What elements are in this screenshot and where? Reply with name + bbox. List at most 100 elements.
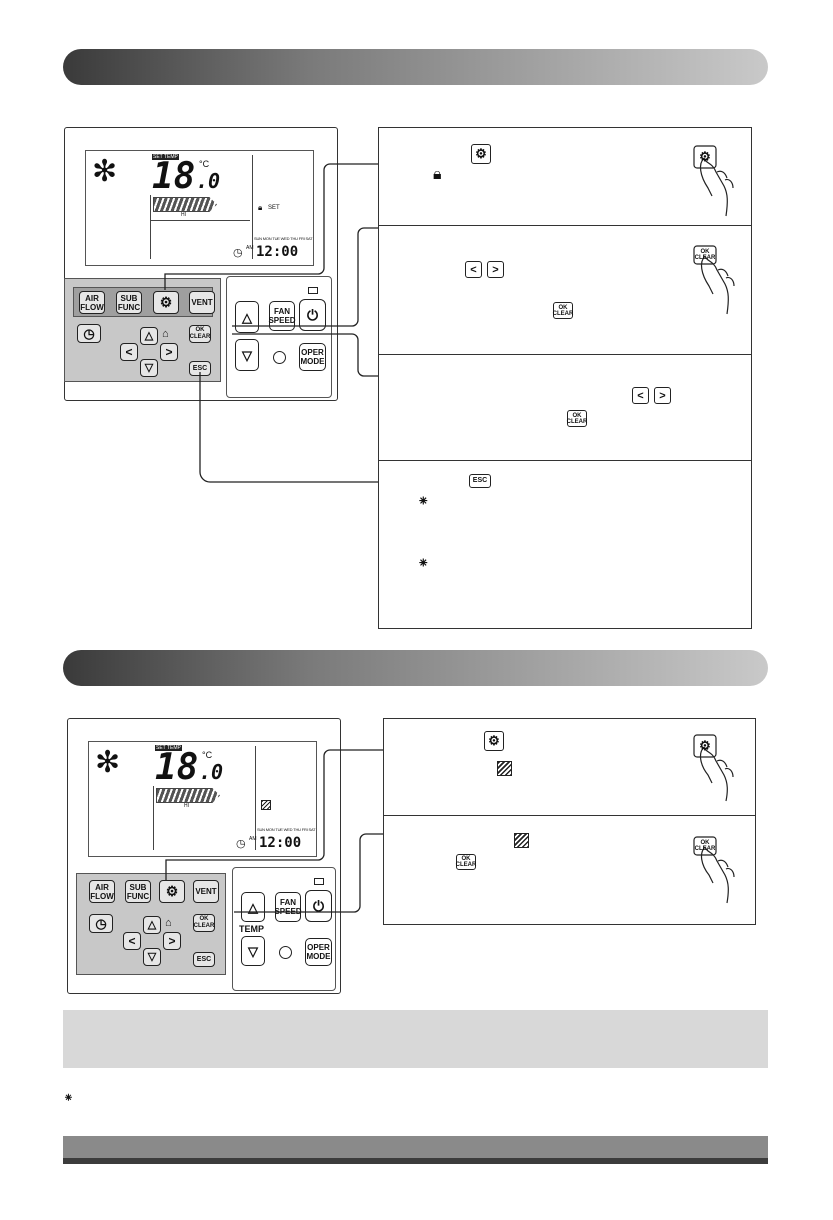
ok-clear-icon: OK CLEAR (553, 302, 573, 319)
air-flow-button[interactable]: AIR FLOW (89, 880, 115, 903)
temp-up-button[interactable]: △ (235, 301, 259, 333)
note-bar (63, 1010, 768, 1068)
settings-icon: ⚙︎ (699, 738, 711, 753)
clock-ampm: AM (246, 245, 254, 251)
temperature-decimal: .0 (196, 169, 221, 193)
fan-speed-button[interactable]: FAN SPEED (274, 892, 302, 922)
ok-clear-button[interactable]: OK CLEAR (189, 325, 211, 343)
fan-speed-button[interactable]: FAN SPEED (268, 301, 296, 331)
vent-button[interactable]: VENT (193, 880, 219, 903)
temperature-decimal: .0 (199, 760, 224, 784)
temperature-unit: °C (199, 159, 210, 169)
snow-icon: ✻ (95, 746, 121, 779)
timer-button[interactable]: ◷ (89, 914, 113, 933)
fan-level-label: HI (181, 212, 186, 218)
settings-button[interactable]: ⚙︎ (159, 880, 185, 903)
up-button[interactable]: △ (140, 327, 158, 345)
power-indicator (308, 287, 318, 294)
snow-icon: ✻ (92, 155, 118, 188)
keypad: AIR FLOW SUB FUNC ⚙︎ VENT ◷ △ < > ▽ ⌂ OK… (76, 873, 226, 975)
lcd-divider-v2 (150, 195, 151, 259)
footnote-asterisk: ⁕ (63, 1090, 74, 1105)
instruction-divider (379, 225, 751, 226)
down-button[interactable]: ▽ (140, 359, 158, 377)
home-icon: ⌂ (162, 328, 169, 340)
set-temp-label: SET TEMP (152, 154, 179, 160)
remote-controller-2: ✻ SET TEMP 18 .0 °C HI SUN MON TUE WED T… (67, 718, 341, 994)
instruction-divider (379, 460, 751, 461)
side-panel: △ TEMP ▽ FAN SPEED ⏻ OPER MODE (232, 867, 336, 991)
esc-button[interactable]: ESC (189, 361, 211, 376)
settings-icon: ⚙︎ (484, 731, 504, 751)
lcd-divider-v (255, 746, 256, 850)
air-flow-button[interactable]: AIR FLOW (79, 291, 105, 314)
clock-icon: ◷ (233, 247, 243, 259)
ok-clear-icon: OK CLEAR (567, 410, 587, 427)
settings-button[interactable]: ⚙︎ (153, 291, 179, 314)
filter-icon (261, 800, 271, 810)
temperature-unit: °C (202, 750, 213, 760)
section-banner-bottom (63, 650, 768, 686)
temp-label: TEMP (239, 924, 265, 934)
sub-func-button[interactable]: SUB FUNC (116, 291, 142, 314)
right-button[interactable]: > (163, 932, 181, 950)
note-asterisk: ⁕ (417, 493, 430, 510)
instruction-divider (384, 815, 755, 816)
set-temp-label: SET TEMP (155, 745, 182, 751)
note-asterisk: ⁕ (417, 555, 430, 572)
fan-level-bar (153, 197, 217, 212)
lcd-divider-h (150, 220, 250, 221)
oper-mode-button[interactable]: OPER MODE (299, 343, 326, 371)
clock-time: 12:00 (259, 835, 302, 851)
lock-icon: 🔒︎ (258, 203, 263, 212)
lcd-divider-v2 (153, 786, 154, 850)
right-button[interactable]: > (160, 343, 178, 361)
lcd-display: ✻ SET TEMP 18 .0 °C HI SUN MON TUE WED T… (88, 741, 317, 857)
left-icon: < (465, 261, 482, 278)
esc-button[interactable]: ESC (193, 952, 215, 967)
hand-press-illustration (693, 145, 735, 315)
power-button[interactable]: ⏻ (299, 299, 326, 331)
keypad: AIR FLOW SUB FUNC ⚙︎ VENT ◷ △ < > ▽ ⌂ OK… (64, 278, 221, 382)
esc-icon: ESC (469, 474, 491, 488)
ok-clear-icon: OK CLEAR (694, 249, 716, 261)
temp-down-button[interactable]: ▽ (235, 339, 259, 371)
timer-button[interactable]: ◷ (77, 324, 101, 343)
up-button[interactable]: △ (143, 916, 161, 934)
lcd-divider-v (252, 155, 253, 259)
hand-press-illustration (693, 734, 735, 904)
sensor-dot (273, 351, 286, 364)
settings-icon: ⚙︎ (699, 149, 711, 164)
sub-func-button[interactable]: SUB FUNC (125, 880, 151, 903)
fan-level-label: HI (184, 803, 189, 809)
left-button[interactable]: < (123, 932, 141, 950)
temperature-value: 18 (155, 747, 199, 788)
ok-clear-button[interactable]: OK CLEAR (193, 914, 215, 932)
weekday-row: SUN MON TUE WED THU FRI SAT (254, 236, 313, 241)
right-icon: > (654, 387, 671, 404)
ok-clear-icon: OK CLEAR (455, 854, 477, 870)
clock-icon: ◷ (236, 838, 246, 850)
footer-bar (63, 1136, 768, 1164)
settings-icon: ⚙︎ (471, 144, 491, 164)
ok-clear-icon: OK CLEAR (694, 840, 716, 852)
lcd-display: ✻ SET TEMP 18 .0 °C HI 🔒︎ SET SUN MON TU… (85, 150, 314, 266)
temp-down-button[interactable]: ▽ (241, 936, 265, 966)
instruction-panel-1: ⚙︎ 🔒︎ < > OK CLEAR < > OK CLEAR ESC ⁕ ⁕ … (378, 127, 752, 629)
side-panel: △ ▽ FAN SPEED ⏻ OPER MODE (226, 276, 332, 398)
remote-controller-1: ✻ SET TEMP 18 .0 °C HI 🔒︎ SET SUN MON TU… (64, 127, 338, 401)
temperature-value: 18 (152, 156, 196, 197)
fan-level-bar (156, 788, 220, 803)
weekday-row: SUN MON TUE WED THU FRI SAT (257, 827, 316, 832)
oper-mode-button[interactable]: OPER MODE (305, 938, 332, 966)
temp-up-button[interactable]: △ (241, 892, 265, 922)
home-icon: ⌂ (165, 917, 172, 929)
down-button[interactable]: ▽ (143, 948, 161, 966)
power-button[interactable]: ⏻ (305, 890, 332, 922)
clock-ampm: AM (249, 836, 257, 842)
vent-button[interactable]: VENT (189, 291, 215, 314)
lock-set-label: SET (268, 205, 280, 211)
left-button[interactable]: < (120, 343, 138, 361)
section-banner-top (63, 49, 768, 85)
instruction-panel-2: ⚙︎ OK CLEAR ⚙︎ OK CLEAR (383, 718, 756, 925)
